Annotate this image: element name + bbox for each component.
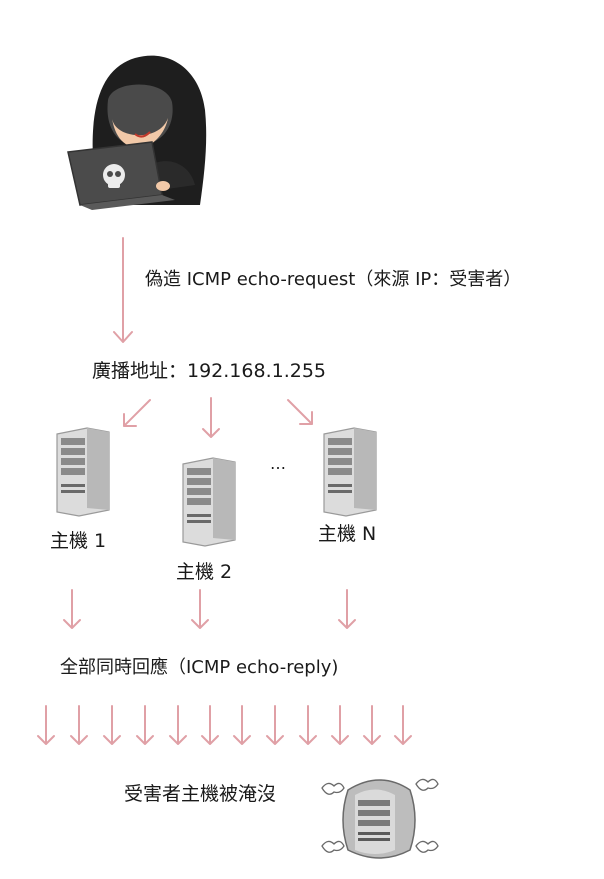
server-icon-host1 [57, 428, 109, 516]
server-icon-hostN [324, 428, 376, 516]
arrow-host2-reply [192, 590, 208, 628]
host-n-label: 主機 N [318, 525, 376, 544]
reply-label: 全部同時回應（ICMP echo-reply) [60, 659, 338, 677]
broadcast-address-label: 廣播地址：192.168.1.255 [92, 362, 326, 381]
ellipsis: … [270, 456, 286, 472]
arrow-host1-reply [64, 590, 80, 628]
overwhelmed-server-icon [322, 779, 438, 858]
arrow-broadcast-to-host2 [203, 398, 219, 437]
arrow-attacker-to-broadcast [114, 238, 132, 342]
server-icon-host2 [183, 458, 235, 546]
host-1-label: 主機 1 [50, 532, 106, 551]
flood-arrows [38, 706, 411, 744]
victim-label: 受害者主機被淹沒 [124, 785, 276, 804]
arrow-broadcast-to-host1 [124, 400, 150, 426]
arrow-hostN-reply [339, 590, 355, 628]
hacker-icon [68, 56, 206, 210]
host-2-label: 主機 2 [176, 563, 232, 582]
arrow-broadcast-to-hostN [288, 400, 312, 424]
spoofed-request-label: 偽造 ICMP echo-request（來源 IP：受害者） [145, 271, 521, 289]
